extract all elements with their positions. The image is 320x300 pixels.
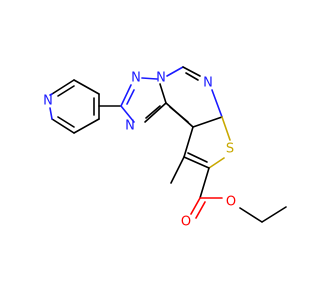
bond (120, 84, 132, 107)
bond (51, 118, 75, 134)
bond (239, 207, 263, 223)
atom-o-ester: O (226, 195, 236, 210)
bond (49, 93, 53, 96)
bond-double (57, 85, 75, 97)
atom-n-pyrimidine: N (203, 76, 213, 91)
ester-group (190, 167, 287, 223)
bond (182, 66, 201, 77)
thiophene-ring (183, 116, 231, 169)
bond (190, 197, 201, 215)
atom-n-triazole-left: N (125, 119, 135, 134)
structure-svg: N N N N N S O O (43, 66, 287, 230)
bond-double (57, 116, 75, 128)
bond-double (145, 105, 161, 119)
bond (261, 206, 287, 223)
bond-double (126, 89, 135, 105)
atom-o-carbonyl: O (181, 215, 191, 230)
pyridine-ring (49, 79, 100, 134)
bond (159, 83, 167, 104)
bond (183, 156, 210, 169)
atom-n-triazole-top: N (131, 71, 141, 86)
bond (73, 79, 100, 95)
bond (141, 77, 158, 80)
bond (192, 116, 223, 128)
bond-double (187, 152, 208, 163)
atom-n-pyridine: N (43, 94, 53, 109)
bond (183, 126, 194, 158)
pyrimidine-ring (165, 66, 223, 128)
bond (51, 79, 75, 95)
bond-double (169, 106, 189, 123)
bond-double (195, 201, 206, 219)
bond (144, 102, 167, 123)
bond (211, 89, 223, 118)
molecule-diagram: N N N N N S O O (43, 66, 287, 230)
bond-methyl (170, 156, 185, 184)
bond (120, 105, 135, 123)
triazole-ring (120, 77, 167, 123)
bond (73, 118, 100, 134)
bond-double (185, 72, 199, 81)
bond (208, 157, 225, 169)
bond (49, 107, 53, 120)
bond (166, 66, 184, 77)
bond (199, 167, 210, 199)
bond (221, 116, 231, 141)
atom-s-thiophene: S (226, 142, 234, 157)
atom-n-triazole-right: N (156, 71, 166, 86)
